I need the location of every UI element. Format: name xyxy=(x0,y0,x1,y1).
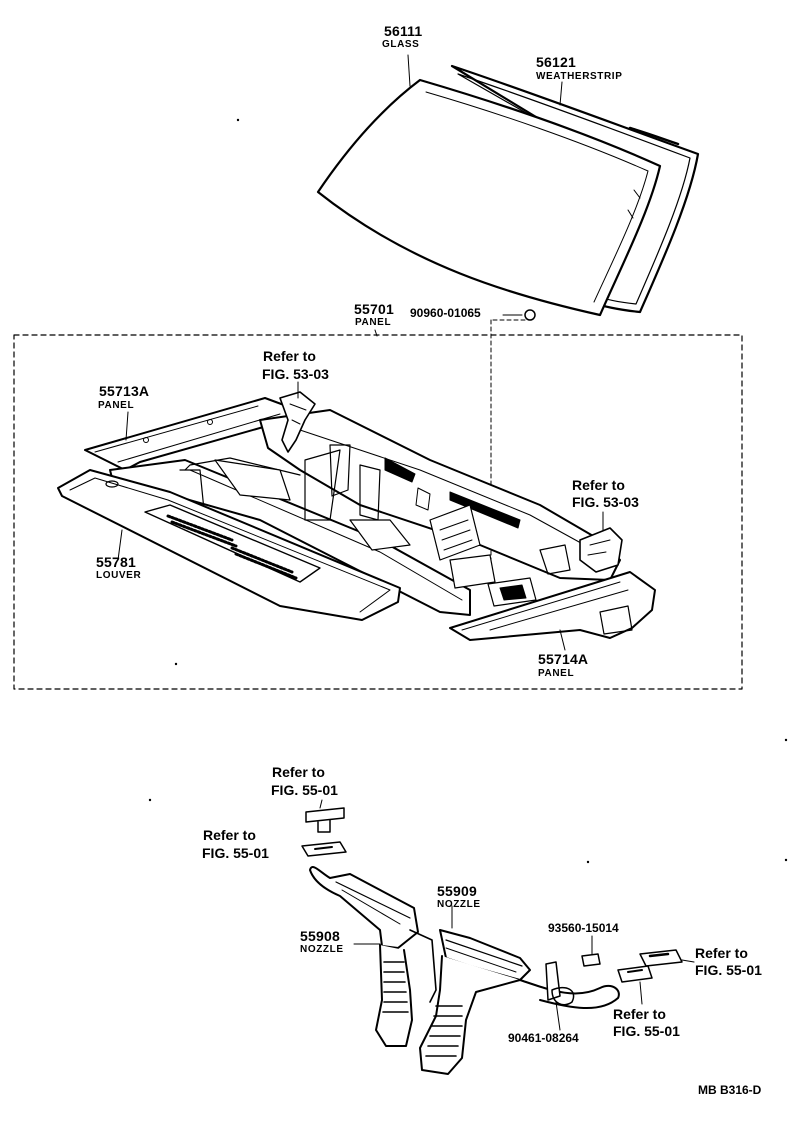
refer-note-c-line1: Refer to xyxy=(272,764,325,780)
refer-note-f-line2: FIG. 55-01 xyxy=(613,1023,680,1039)
panel-b-part-number: 55714A xyxy=(538,651,589,667)
nozzle-b-part-number: 55909 xyxy=(437,883,477,899)
refer-note-b-line2: FIG. 53-03 xyxy=(572,494,639,510)
refer-note-c-line2: FIG. 55-01 xyxy=(271,782,338,798)
weatherstrip-part-number: 56121 xyxy=(536,54,576,70)
drawing-id: MB B316-D xyxy=(698,1083,762,1097)
refer-note-e-line2: FIG. 55-01 xyxy=(695,962,762,978)
refer-note-a-line1: Refer to xyxy=(263,348,316,364)
refer-note-d-line1: Refer to xyxy=(203,827,256,843)
louver-part-number: 55781 xyxy=(96,554,136,570)
louver-part-name: LOUVER xyxy=(96,570,142,581)
panel-a-part-number: 55713A xyxy=(99,383,150,399)
panel-group-outline xyxy=(13,334,743,690)
glass-drawing xyxy=(316,78,662,317)
panel-part-name: PANEL xyxy=(355,317,392,328)
panel-b-part-name: PANEL xyxy=(538,668,575,679)
clip2-part-number: 93560-15014 xyxy=(548,921,619,935)
screw-part-number: 90461-08264 xyxy=(508,1031,579,1045)
glass-part-name: GLASS xyxy=(382,39,420,50)
refer-note-e-line1: Refer to xyxy=(695,945,748,961)
weatherstrip-part-name: WEATHERSTRIP xyxy=(536,71,623,82)
refer-note-d-line2: FIG. 55-01 xyxy=(202,845,269,861)
nozzle-a-part-name: NOZZLE xyxy=(300,944,344,955)
glass-part-number: 56111 xyxy=(384,23,423,39)
weatherstrip-drawing xyxy=(450,64,700,314)
cowl-panel-drawing xyxy=(57,391,656,641)
panel-part-number: 55701 xyxy=(354,301,394,317)
refer-note-f-line1: Refer to xyxy=(613,1006,666,1022)
refer-note-a-line2: FIG. 53-03 xyxy=(262,366,329,382)
nozzle-b-part-name: NOZZLE xyxy=(437,899,481,910)
nozzle-drawing xyxy=(301,799,695,1075)
clip-part-number: 90960-01065 xyxy=(410,306,481,320)
nozzle-a-part-number: 55908 xyxy=(300,928,340,944)
refer-note-b-line1: Refer to xyxy=(572,477,625,493)
panel-a-part-name: PANEL xyxy=(98,400,135,411)
